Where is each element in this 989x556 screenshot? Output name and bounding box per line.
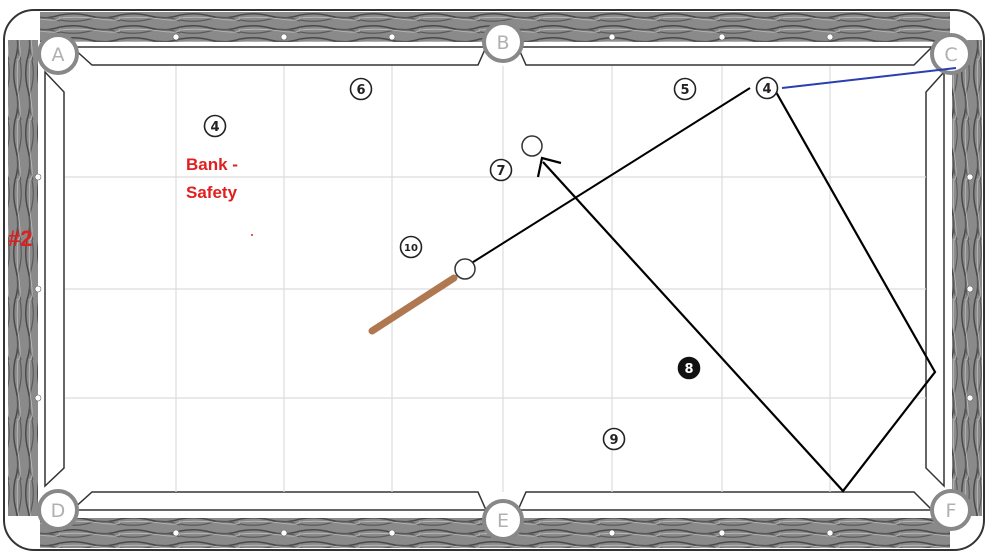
cue-ball-aim-line <box>469 87 751 265</box>
ball-4-right: 4 <box>755 76 779 100</box>
stray-dot <box>251 234 253 236</box>
rail-right <box>952 40 982 516</box>
table-frame <box>3 9 985 551</box>
cushion-bottom-left <box>70 491 488 511</box>
cushion-left <box>44 70 65 488</box>
cue-ball-bank-path <box>542 91 937 493</box>
rail-left <box>8 40 38 516</box>
svg-text:5: 5 <box>680 83 689 98</box>
pocket-a: A <box>37 33 79 75</box>
pocket-c: C <box>930 33 972 75</box>
arrowhead-icon <box>536 156 562 178</box>
cue-ball <box>454 258 476 280</box>
cushion-bottom-right <box>516 491 934 511</box>
pocket-f: F <box>930 489 972 531</box>
ball-5: 5 <box>673 77 697 101</box>
svg-text:4: 4 <box>210 120 219 135</box>
svg-text:7: 7 <box>496 164 505 179</box>
svg-text:4: 4 <box>762 82 771 97</box>
svg-text:9: 9 <box>609 433 618 448</box>
cue-ball-final-position <box>521 135 543 157</box>
pocket-b: B <box>482 21 524 63</box>
ball-4-left: 4 <box>203 114 227 138</box>
ball-10: 10 <box>399 235 423 259</box>
rail-diamonds <box>34 33 974 537</box>
svg-text:10: 10 <box>404 243 418 254</box>
ball-7: 7 <box>489 158 513 182</box>
shot-note: Bank - Safety <box>186 155 238 202</box>
diagram-number-label: #2 <box>8 226 33 251</box>
cushion-top-left <box>70 46 488 66</box>
pocket-a-label: A <box>52 44 65 66</box>
object-ball-path <box>781 67 957 89</box>
cue-stick <box>368 274 458 335</box>
pocket-e: E <box>482 499 524 541</box>
ball-6: 6 <box>349 77 373 101</box>
cushion-right <box>925 70 945 488</box>
ball-8: 8 <box>677 356 701 380</box>
pocket-c-label: C <box>944 44 957 66</box>
cushion-top-right <box>516 46 934 66</box>
pocket-f-label: F <box>946 500 957 522</box>
pocket-b-label: B <box>496 32 509 54</box>
svg-text:6: 6 <box>356 83 365 98</box>
svg-text:8: 8 <box>684 362 693 377</box>
pocket-e-label: E <box>497 510 509 532</box>
pocket-d: D <box>37 489 79 531</box>
pocket-d-label: D <box>51 500 66 522</box>
ball-9: 9 <box>602 427 626 451</box>
